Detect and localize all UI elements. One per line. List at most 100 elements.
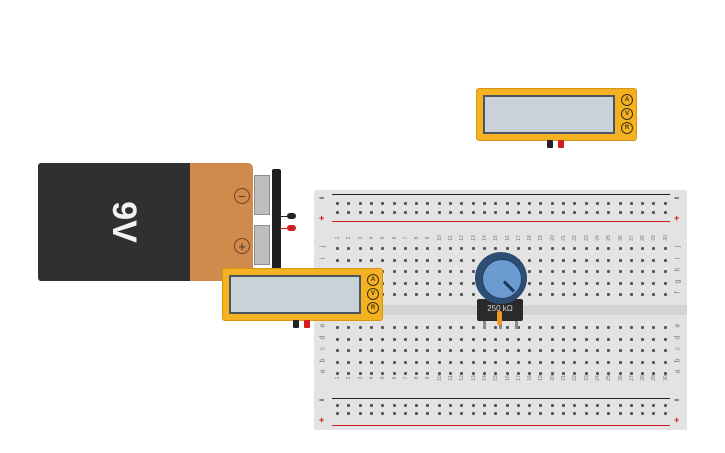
bottom-strip-hole[interactable]: [573, 349, 577, 352]
top-rail-row2-hole[interactable]: [437, 211, 441, 214]
bottom-strip-hole[interactable]: [449, 372, 452, 375]
bottom-strip-hole[interactable]: [505, 360, 509, 364]
potentiometer-pin-2[interactable]: [499, 321, 502, 329]
top-rail-row2-hole[interactable]: [641, 211, 645, 214]
bottom-strip-hole[interactable]: [573, 337, 577, 341]
bottom-strip-hole[interactable]: [437, 349, 441, 352]
bottom-strip-hole[interactable]: [595, 372, 599, 375]
top-strip-hole[interactable]: [550, 247, 554, 250]
bottom-rail-row2-hole[interactable]: [641, 412, 645, 415]
bottom-strip-hole[interactable]: [381, 360, 385, 364]
bottom-strip-hole[interactable]: [550, 372, 554, 375]
bottom-strip-hole[interactable]: [403, 337, 407, 341]
top-strip-hole[interactable]: [573, 270, 577, 273]
top-rail-row2-hole[interactable]: [381, 211, 385, 214]
bottom-strip-hole[interactable]: [392, 337, 396, 341]
top-strip-hole[interactable]: [460, 281, 464, 285]
bottom-strip-hole[interactable]: [607, 326, 611, 329]
bottom-strip-hole[interactable]: [528, 360, 532, 364]
bottom-strip-hole[interactable]: [562, 337, 565, 341]
bottom-strip-hole[interactable]: [595, 360, 599, 364]
top-strip-hole[interactable]: [392, 281, 396, 285]
bottom-strip-hole[interactable]: [460, 337, 464, 341]
bottom-strip-hole[interactable]: [516, 337, 520, 341]
bottom-strip-hole[interactable]: [539, 360, 543, 364]
top-strip-hole[interactable]: [347, 247, 351, 250]
top-strip-hole[interactable]: [516, 247, 520, 250]
top-rail-row1-hole[interactable]: [641, 202, 645, 205]
top-strip-hole[interactable]: [403, 281, 407, 285]
bottom-strip-hole[interactable]: [629, 372, 633, 375]
bottom-strip-hole[interactable]: [392, 326, 396, 329]
bottom-rail-row1-hole[interactable]: [494, 404, 498, 407]
top-rail-row1-hole[interactable]: [584, 202, 588, 205]
top-rail-row2-hole[interactable]: [369, 211, 373, 214]
bottom-strip-hole[interactable]: [641, 360, 645, 364]
bottom-strip-hole[interactable]: [562, 372, 565, 375]
top-strip-hole[interactable]: [392, 293, 396, 296]
bottom-strip-hole[interactable]: [584, 372, 588, 375]
top-strip-hole[interactable]: [336, 247, 339, 250]
bottom-strip-hole[interactable]: [505, 349, 509, 352]
top-strip-hole[interactable]: [437, 270, 441, 273]
top-strip-hole[interactable]: [550, 293, 554, 296]
bottom-strip-hole[interactable]: [369, 372, 373, 375]
bottom-strip-hole[interactable]: [437, 326, 441, 329]
bottom-strip-hole[interactable]: [629, 337, 633, 341]
bottom-strip-hole[interactable]: [494, 349, 498, 352]
top-strip-hole[interactable]: [392, 247, 396, 250]
top-rail-row1-hole[interactable]: [539, 202, 543, 205]
top-strip-hole[interactable]: [471, 270, 475, 273]
orange-wire[interactable]: [497, 311, 502, 325]
top-strip-hole[interactable]: [471, 258, 475, 262]
top-rail-row2-hole[interactable]: [663, 211, 667, 214]
top-strip-hole[interactable]: [539, 247, 543, 250]
bottom-strip-hole[interactable]: [607, 349, 611, 352]
top-rail-row1-hole[interactable]: [403, 202, 407, 205]
top-rail-row2-hole[interactable]: [595, 211, 599, 214]
bottom-strip-hole[interactable]: [505, 337, 509, 341]
bottom-rail-row2-hole[interactable]: [437, 412, 441, 415]
top-strip-hole[interactable]: [528, 293, 532, 296]
potentiometer-pin-3[interactable]: [515, 321, 518, 329]
bottom-strip-hole[interactable]: [392, 349, 396, 352]
top-strip-hole[interactable]: [663, 293, 667, 296]
multimeter-left-voltmeter-button[interactable]: V: [367, 288, 379, 300]
top-strip-hole[interactable]: [550, 281, 554, 285]
bottom-rail-row2-hole[interactable]: [562, 412, 565, 415]
bottom-rail-row2-hole[interactable]: [369, 412, 373, 415]
bottom-strip-hole[interactable]: [584, 360, 588, 364]
multimeter-top[interactable]: A V R: [476, 88, 637, 141]
bottom-rail-row2-hole[interactable]: [347, 412, 351, 415]
bottom-strip-hole[interactable]: [426, 360, 430, 364]
bottom-strip-hole[interactable]: [392, 372, 396, 375]
bottom-strip-hole[interactable]: [663, 337, 667, 341]
top-strip-hole[interactable]: [460, 270, 464, 273]
bottom-rail-row1-hole[interactable]: [460, 404, 464, 407]
top-strip-hole[interactable]: [618, 281, 622, 285]
top-rail-row2-hole[interactable]: [482, 211, 486, 214]
top-rail-row1-hole[interactable]: [369, 202, 373, 205]
bottom-strip-hole[interactable]: [449, 349, 452, 352]
bottom-strip-hole[interactable]: [528, 372, 532, 375]
battery-negative-lead[interactable]: [287, 213, 296, 219]
multimeter-left-black-probe[interactable]: [293, 320, 299, 328]
top-strip-hole[interactable]: [607, 258, 611, 262]
top-strip-hole[interactable]: [618, 247, 622, 250]
bottom-strip-hole[interactable]: [550, 360, 554, 364]
bottom-strip-hole[interactable]: [347, 360, 351, 364]
bottom-strip-hole[interactable]: [482, 360, 486, 364]
top-rail-row2-hole[interactable]: [562, 211, 565, 214]
top-strip-hole[interactable]: [629, 258, 633, 262]
bottom-strip-hole[interactable]: [539, 337, 543, 341]
top-strip-hole[interactable]: [358, 258, 362, 262]
bottom-rail-row1-hole[interactable]: [347, 404, 351, 407]
bottom-strip-hole[interactable]: [494, 337, 498, 341]
bottom-strip-hole[interactable]: [347, 337, 351, 341]
bottom-strip-hole[interactable]: [584, 349, 588, 352]
top-rail-row1-hole[interactable]: [392, 202, 396, 205]
top-strip-hole[interactable]: [437, 281, 441, 285]
top-strip-hole[interactable]: [392, 258, 396, 262]
top-strip-hole[interactable]: [437, 293, 441, 296]
bottom-strip-hole[interactable]: [426, 349, 430, 352]
